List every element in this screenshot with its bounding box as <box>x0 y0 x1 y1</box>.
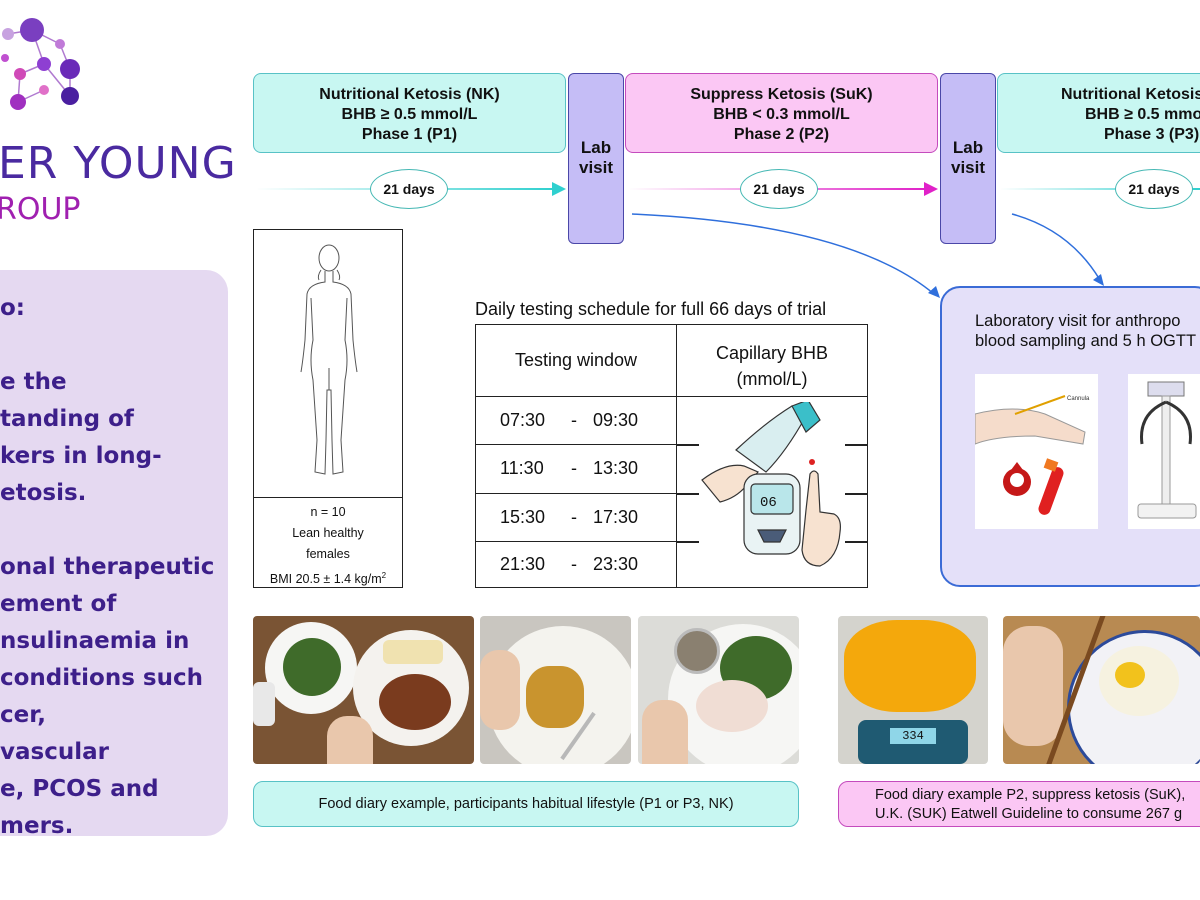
lab-visit-2: Lab visit <box>940 73 996 244</box>
lab-visit-1-line1: Lab <box>580 138 612 157</box>
phase-2-title: Suppress Ketosis (SuK) <box>690 86 873 103</box>
phase-2-label: Phase 2 (P2) <box>733 126 830 143</box>
phase-1-threshold: BHB ≥ 0.5 mmol/L <box>341 106 478 123</box>
brand-name: ER YOUNG <box>0 138 237 189</box>
row-start-time: 07:30 <box>500 410 546 430</box>
schedule-row: 21:30 - 23:30 <box>476 542 677 587</box>
arrowhead-1 <box>552 182 566 196</box>
lab-visit-1-line2: visit <box>578 158 614 177</box>
row-tick <box>677 541 699 543</box>
phase-2-box: Suppress Ketosis (SuK) BHB < 0.3 mmol/L … <box>625 73 938 153</box>
food-caption-suk-line1: Food diary example P2, suppress ketosis … <box>875 787 1186 803</box>
meter-reading: 06 <box>760 495 777 511</box>
phase-3-title: Nutritional Ketosis <box>1061 86 1200 103</box>
lab-visit-2-line1: Lab <box>952 138 984 157</box>
phase-2-threshold: BHB < 0.3 mmol/L <box>713 106 850 123</box>
row-tick <box>677 444 699 446</box>
schedule-title: Daily testing schedule for full 66 days … <box>475 299 827 319</box>
row-tick <box>845 493 867 495</box>
participant-count: n = 10 <box>310 505 346 519</box>
schedule-row: 07:30 - 09:30 <box>476 397 677 445</box>
bmi-unit-sup: 2 <box>381 571 387 580</box>
food-photo-4: 334 <box>838 616 988 764</box>
participant-panel <box>253 229 403 588</box>
row-tick <box>677 493 699 495</box>
participant-caption: n = 10 Lean healthy females BMI 20.5 ± 1… <box>253 497 403 588</box>
food-photo-2 <box>480 616 631 764</box>
participant-bmi: BMI 20.5 ± 1.4 kg/m2 <box>253 565 403 590</box>
food-caption-suk-line2: U.K. (SUK) Eatwell Guideline to consume … <box>875 806 1183 822</box>
schedule-row: 15:30 - 17:30 <box>476 494 677 542</box>
schedule-table: Testing window Capillary BHB (mmol/L) 07… <box>475 324 868 588</box>
timeline-arrow-3 <box>1000 188 1200 190</box>
row-end-time: 13:30 <box>593 458 639 478</box>
food-caption-habitual: Food diary example, participants habitua… <box>253 781 799 827</box>
schedule-header-bhb-line2: (mmol/L) <box>736 369 808 389</box>
ketone-meter-illustration: 06 <box>701 402 841 567</box>
row-start-time: 11:30 <box>500 458 544 478</box>
duration-badge-2: 21 days <box>740 169 818 209</box>
participant-desc-2: females <box>306 547 350 561</box>
duration-badge-1: 21 days <box>370 169 448 209</box>
row-separator: - <box>571 410 577 430</box>
row-end-time: 09:30 <box>593 410 639 430</box>
phase-1-title: Nutritional Ketosis (NK) <box>319 86 500 103</box>
schedule-header-bhb-line1: Capillary BHB <box>715 343 829 363</box>
schedule-header-window: Testing window <box>476 325 677 397</box>
participant-desc-1: Lean healthy <box>292 526 364 540</box>
female-silhouette-icon <box>300 244 358 475</box>
lab-visit-1: Lab visit <box>568 73 624 244</box>
cannula-icon: Cannula <box>974 395 1090 515</box>
aims-panel <box>0 270 228 836</box>
schedule-row: 11:30 - 13:30 <box>476 445 677 494</box>
bioimpedance-scale-icon <box>1137 381 1197 519</box>
row-end-time: 17:30 <box>593 507 639 527</box>
schedule-header-window-text: Testing window <box>514 350 638 370</box>
phase-3-threshold: BHB ≥ 0.5 mmo <box>1085 106 1200 123</box>
row-end-time: 23:30 <box>593 554 639 574</box>
row-start-time: 15:30 <box>500 507 546 527</box>
phase-1-label: Phase 1 (P1) <box>361 126 458 143</box>
lab-detail-arrows <box>631 213 1104 298</box>
aims-text: o: e the tanding of kers in long- etosis… <box>0 295 215 839</box>
cannula-label: Cannula <box>1067 396 1090 402</box>
bmi-value: BMI 20.5 ± 1.4 kg/m <box>269 572 382 587</box>
row-separator: - <box>571 458 577 478</box>
row-separator: - <box>571 554 577 574</box>
duration-badge-3: 21 days <box>1115 169 1193 209</box>
row-start-time: 21:30 <box>500 554 546 574</box>
brand-group: ROUP <box>0 192 81 227</box>
scale-reading: 334 <box>890 728 936 744</box>
schedule-header-bhb: Capillary BHB (mmol/L) <box>677 325 867 397</box>
body-composition-scale-image <box>1128 374 1200 529</box>
food-caption-habitual-text: Food diary example, participants habitua… <box>318 796 734 812</box>
row-separator: - <box>571 507 577 527</box>
phase-3-box: Nutritional Ketosis BHB ≥ 0.5 mmo Phase … <box>997 73 1200 153</box>
phase-3-label: Phase 3 (P3) <box>1104 126 1200 143</box>
blood-sampling-image: Cannula <box>974 374 1098 529</box>
brand-logo <box>1 18 80 110</box>
food-photo-1 <box>253 616 474 764</box>
food-photo-3 <box>638 616 799 764</box>
food-photo-5 <box>1003 616 1200 764</box>
lab-detail-text: Laboratory visit for anthropo blood samp… <box>975 312 1197 350</box>
lab-visit-2-line2: visit <box>950 158 986 177</box>
arrowhead-2 <box>924 182 938 196</box>
row-tick <box>845 541 867 543</box>
food-caption-suk: Food diary example P2, suppress ketosis … <box>838 781 1200 827</box>
row-tick <box>845 444 867 446</box>
phase-1-box: Nutritional Ketosis (NK) BHB ≥ 0.5 mmol/… <box>253 73 566 153</box>
